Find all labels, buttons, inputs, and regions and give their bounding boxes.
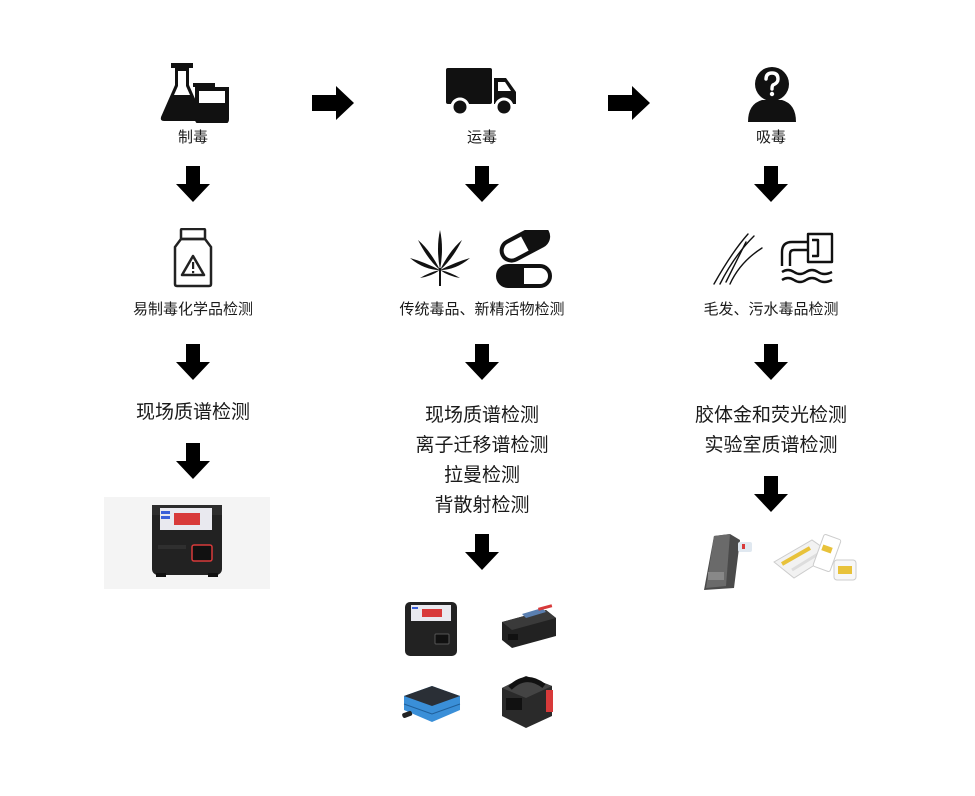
- stage-icon-manufacture: [157, 63, 229, 123]
- target-label: 传统毒品、新精活物检测: [399, 300, 565, 318]
- hazard-chemical-bottle-icon: [173, 228, 213, 288]
- stage-label: 运毒: [466, 128, 498, 146]
- arrow-down-icon: [754, 476, 788, 512]
- stage-icon-consumption: [746, 64, 798, 122]
- device-backscatter: [496, 668, 558, 730]
- delivery-truck-icon: [446, 68, 516, 116]
- method-label: 离子迁移谱检测: [415, 434, 549, 456]
- arrow-down-icon: [176, 166, 210, 202]
- arrow-down-icon: [176, 443, 210, 479]
- cannabis-leaf-icon: [410, 230, 470, 286]
- method-label: 拉曼检测: [443, 464, 521, 486]
- method-label: 实验室质谱检测: [704, 434, 838, 456]
- person-question-icon: [748, 67, 796, 122]
- stage-icon-trafficking: [446, 66, 518, 116]
- target-icon-sewage: [778, 230, 836, 286]
- target-label: 毛发、污水毒品检测: [703, 300, 839, 318]
- device-benchtop-mass-spectrometer: [104, 497, 270, 589]
- target-icon-precursor: [172, 228, 214, 288]
- sewage-outfall-icon: [780, 232, 834, 284]
- arrow-right-icon: [312, 86, 354, 120]
- arrow-down-icon: [465, 166, 499, 202]
- target-icon-hair: [712, 232, 764, 286]
- arrow-down-icon: [754, 344, 788, 380]
- arrow-down-icon: [465, 534, 499, 570]
- arrow-down-icon: [176, 344, 210, 380]
- target-icon-pills: [494, 230, 554, 288]
- device-ion-mobility-spectrometer: [498, 604, 558, 650]
- chemistry-flask-icon: [160, 63, 229, 123]
- device-benchtop-mass-spectrometer: [402, 600, 460, 658]
- arrow-down-icon: [465, 344, 499, 380]
- method-label: 现场质谱检测: [424, 404, 540, 426]
- method-label: 现场质谱检测: [135, 401, 251, 423]
- target-label: 易制毒化学品检测: [132, 300, 254, 318]
- target-icon-cannabis: [410, 230, 470, 286]
- method-label: 胶体金和荧光检测: [694, 404, 848, 426]
- stage-label: 吸毒: [755, 128, 787, 146]
- method-label: 背散射检测: [434, 494, 530, 516]
- arrow-down-icon: [754, 166, 788, 202]
- hair-strands-icon: [713, 233, 763, 285]
- device-handheld-raman: [398, 682, 464, 726]
- device-colloidal-gold-strips: [772, 532, 860, 588]
- stage-label: 制毒: [177, 128, 209, 146]
- pill-capsules-icon: [496, 230, 552, 288]
- device-fluorescence-reader: [700, 532, 756, 592]
- arrow-right-icon: [608, 86, 650, 120]
